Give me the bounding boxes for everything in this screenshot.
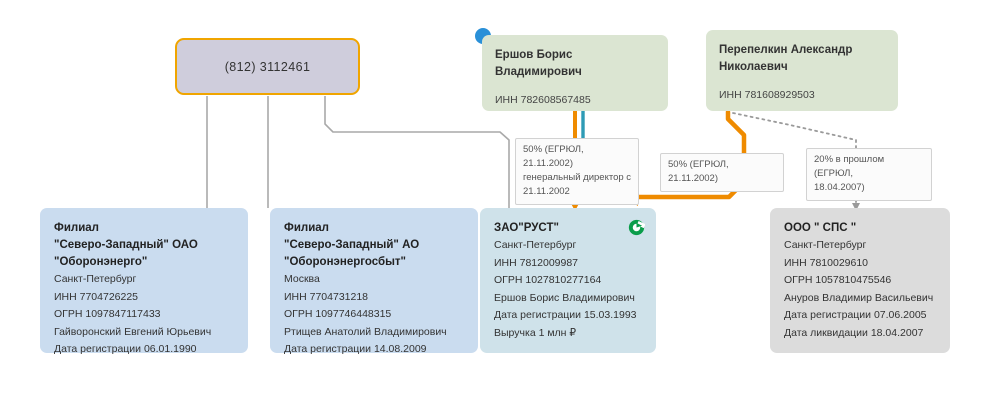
person-name-line2: Николаевич [719, 61, 788, 73]
person-inn: ИНН 782608567485 [495, 94, 591, 106]
company-city: Москва [284, 273, 320, 285]
company-title-line3: "Оборонэнергосбыт" [284, 256, 407, 268]
company-director: Ануров Владимир Васильевич [784, 291, 934, 304]
phone-node[interactable]: (812) 3112461 [175, 38, 360, 95]
company-ogrn: ОГРН 1097847117433 [54, 308, 161, 320]
company-title-line1: ООО " СПС " [784, 222, 857, 234]
person-name-line1: Перепелкин Александр [719, 44, 853, 56]
company-card-ooo-sps[interactable]: ООО " СПС " Санкт-Петербург ИНН 78100296… [770, 208, 950, 353]
company-title-line1: Филиал [284, 222, 329, 234]
edge-label-ershov-to-rust[interactable]: 50% (ЕГРЮЛ, 21.11.2002) генеральный дире… [515, 138, 639, 205]
company-reg-date: Дата регистрации 06.01.1990 [54, 343, 197, 355]
company-card-zao-rust[interactable]: ЗАО"РУСТ" Санкт-Петербург ИНН 7812009987… [480, 208, 656, 353]
company-reg-date: Дата регистрации 07.06.2005 [784, 309, 927, 321]
company-city: Санкт-Петербург [54, 273, 137, 285]
person-inn: ИНН 781608929503 [719, 89, 815, 101]
edge-label-line2: 18.04.2007) [814, 182, 865, 193]
edge-perepelkin-past [732, 112, 857, 209]
edge-label-perepelkin-to-sps[interactable]: 20% в прошлом (ЕГРЮЛ, 18.04.2007) [806, 148, 932, 201]
company-city: Санкт-Петербург [784, 239, 867, 251]
edge-phone-to-rust [324, 96, 510, 208]
company-ogrn: ОГРН 1057810475546 [784, 274, 892, 286]
company-title-line2: "Северо-Западный" АО [284, 239, 420, 251]
company-inn: ИНН 7812009987 [494, 256, 579, 269]
person-node-perepelkin[interactable]: Перепелкин Александр Николаевич ИНН 7816… [706, 30, 898, 111]
edge-label-perepelkin-to-rust[interactable]: 50% (ЕГРЮЛ, 21.11.2002) [660, 153, 784, 192]
arrow-perepelkin-past [852, 203, 860, 211]
company-reg-date: Дата регистрации 15.03.1993 [494, 309, 637, 321]
company-city: Санкт-Петербург [494, 239, 577, 251]
edge-label-line1: 50% (ЕГРЮЛ, 21.11.2002) [523, 144, 584, 169]
company-reg-date: Дата регистрации 14.08.2009 [284, 343, 427, 355]
company-title-line2: "Северо-Западный" ОАО [54, 239, 198, 251]
company-director: Ершов Борис Владимирович [494, 291, 635, 304]
phone-node-label: (812) 3112461 [224, 59, 311, 74]
company-inn: ИНН 7810029610 [784, 256, 869, 269]
company-title-line3: "Оборонэнерго" [54, 256, 148, 268]
company-ogrn: ОГРН 1097746448315 [284, 308, 392, 320]
company-inn: ИНН 7704731218 [284, 290, 369, 303]
edge-label-line1: 50% (ЕГРЮЛ, 21.11.2002) [668, 159, 729, 184]
sberbank-icon [628, 219, 645, 236]
person-name: Ершов Борис Владимирович [495, 49, 582, 78]
company-ogrn: ОГРН 1027810277164 [494, 274, 602, 286]
company-director: Ртищев Анатолий Владимирович [284, 325, 447, 338]
edge-label-line3: 21.11.2002 [523, 186, 570, 197]
company-card-branch-oborenergo[interactable]: Филиал "Северо-Западный" ОАО "Оборонэнер… [40, 208, 248, 355]
company-card-branch-oborenergosbyt[interactable]: Филиал "Северо-Западный" АО "Оборонэнерг… [270, 208, 478, 355]
edge-label-line1: 20% в прошлом (ЕГРЮЛ, [814, 154, 885, 179]
company-revenue: Выручка 1 млн ₽ [494, 326, 577, 339]
edge-label-line2: генеральный директор с [523, 172, 632, 183]
company-title-line1: ЗАО"РУСТ" [494, 222, 559, 234]
company-title-line1: Филиал [54, 222, 99, 234]
company-director: Гайворонский Евгений Юрьевич [54, 325, 212, 338]
company-liquidation-date: Дата ликвидации 18.04.2007 [784, 326, 924, 339]
company-inn: ИНН 7704726225 [54, 290, 139, 303]
person-node-ershov[interactable]: Ершов Борис Владимирович ИНН 78260856748… [482, 35, 668, 111]
